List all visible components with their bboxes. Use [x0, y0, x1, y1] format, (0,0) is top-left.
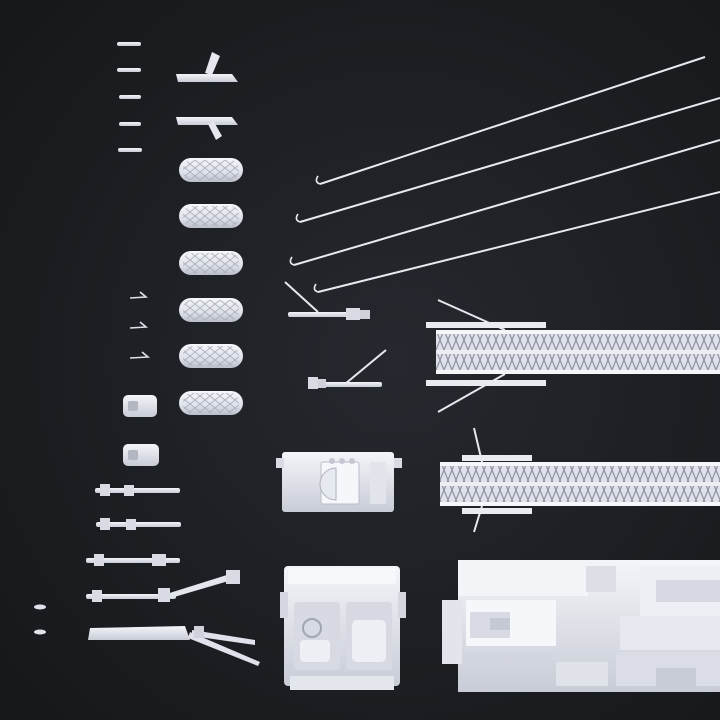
- antenna-bit: [129, 291, 149, 299]
- truck-chassis: [442, 560, 720, 692]
- ladders-group: [426, 299, 720, 533]
- pin-part: [34, 604, 46, 610]
- small-clip: [118, 148, 142, 152]
- tire: [179, 344, 243, 368]
- cable-rod: [315, 56, 706, 185]
- bracket-piece: [86, 554, 180, 566]
- side-mirror: [176, 117, 238, 140]
- pump-panel-box: [276, 452, 402, 512]
- tire: [179, 391, 243, 415]
- mirrors-group: [176, 52, 238, 140]
- tires-group: [179, 158, 243, 415]
- bracket-piece: [86, 570, 240, 602]
- cable-rod: [289, 139, 720, 266]
- light-box: [123, 444, 159, 466]
- bracket-piece: [88, 626, 260, 666]
- tire: [179, 251, 243, 275]
- small-clip: [117, 42, 141, 46]
- brackets-group: [86, 484, 260, 666]
- aerial-ladder-section: [440, 427, 720, 533]
- small-clip: [119, 122, 141, 126]
- truck-cab: [280, 566, 406, 690]
- antenna-bits-group: [129, 291, 151, 359]
- tire: [179, 298, 243, 322]
- bracket-piece: [95, 484, 180, 496]
- cable-rod: [295, 97, 720, 223]
- antenna-bit: [129, 321, 149, 329]
- bracket-piece: [96, 518, 181, 530]
- cable-rod: [313, 191, 720, 293]
- small-clips-group: [117, 42, 142, 152]
- tire: [179, 158, 243, 182]
- antenna-bit: [129, 351, 151, 359]
- outrigger-arm: [284, 281, 370, 320]
- small-boxes-group: [123, 395, 159, 466]
- pin-part: [34, 629, 46, 635]
- side-mirror: [176, 52, 238, 82]
- light-box: [123, 395, 157, 417]
- aerial-ladder-section: [426, 299, 720, 413]
- cables-group: [289, 56, 720, 293]
- outrigger-arm: [308, 349, 387, 389]
- tire: [179, 204, 243, 228]
- small-clip: [119, 95, 141, 99]
- small-clip: [117, 68, 141, 72]
- outriggers-group: [284, 281, 387, 389]
